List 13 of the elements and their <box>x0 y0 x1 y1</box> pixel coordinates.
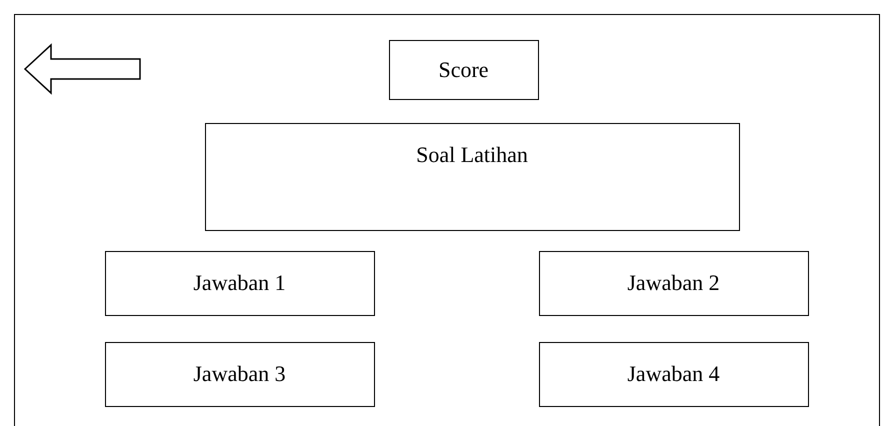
answer-button <box>104 342 374 406</box>
screen-frame <box>14 14 880 426</box>
answer-button <box>104 250 374 316</box>
box-label: Jawaban 3 <box>193 361 286 387</box>
box-label: Jawaban 4 <box>627 361 720 387</box>
answer-button <box>538 342 808 406</box>
score-box <box>388 40 538 100</box>
box-label: Soal Latihan <box>416 142 528 168</box>
question-panel <box>204 122 740 230</box>
answer-button <box>538 250 808 316</box>
box-label: Score <box>438 56 489 82</box>
box-label: Jawaban 1 <box>193 270 286 296</box>
box-label: Jawaban 2 <box>627 270 720 296</box>
